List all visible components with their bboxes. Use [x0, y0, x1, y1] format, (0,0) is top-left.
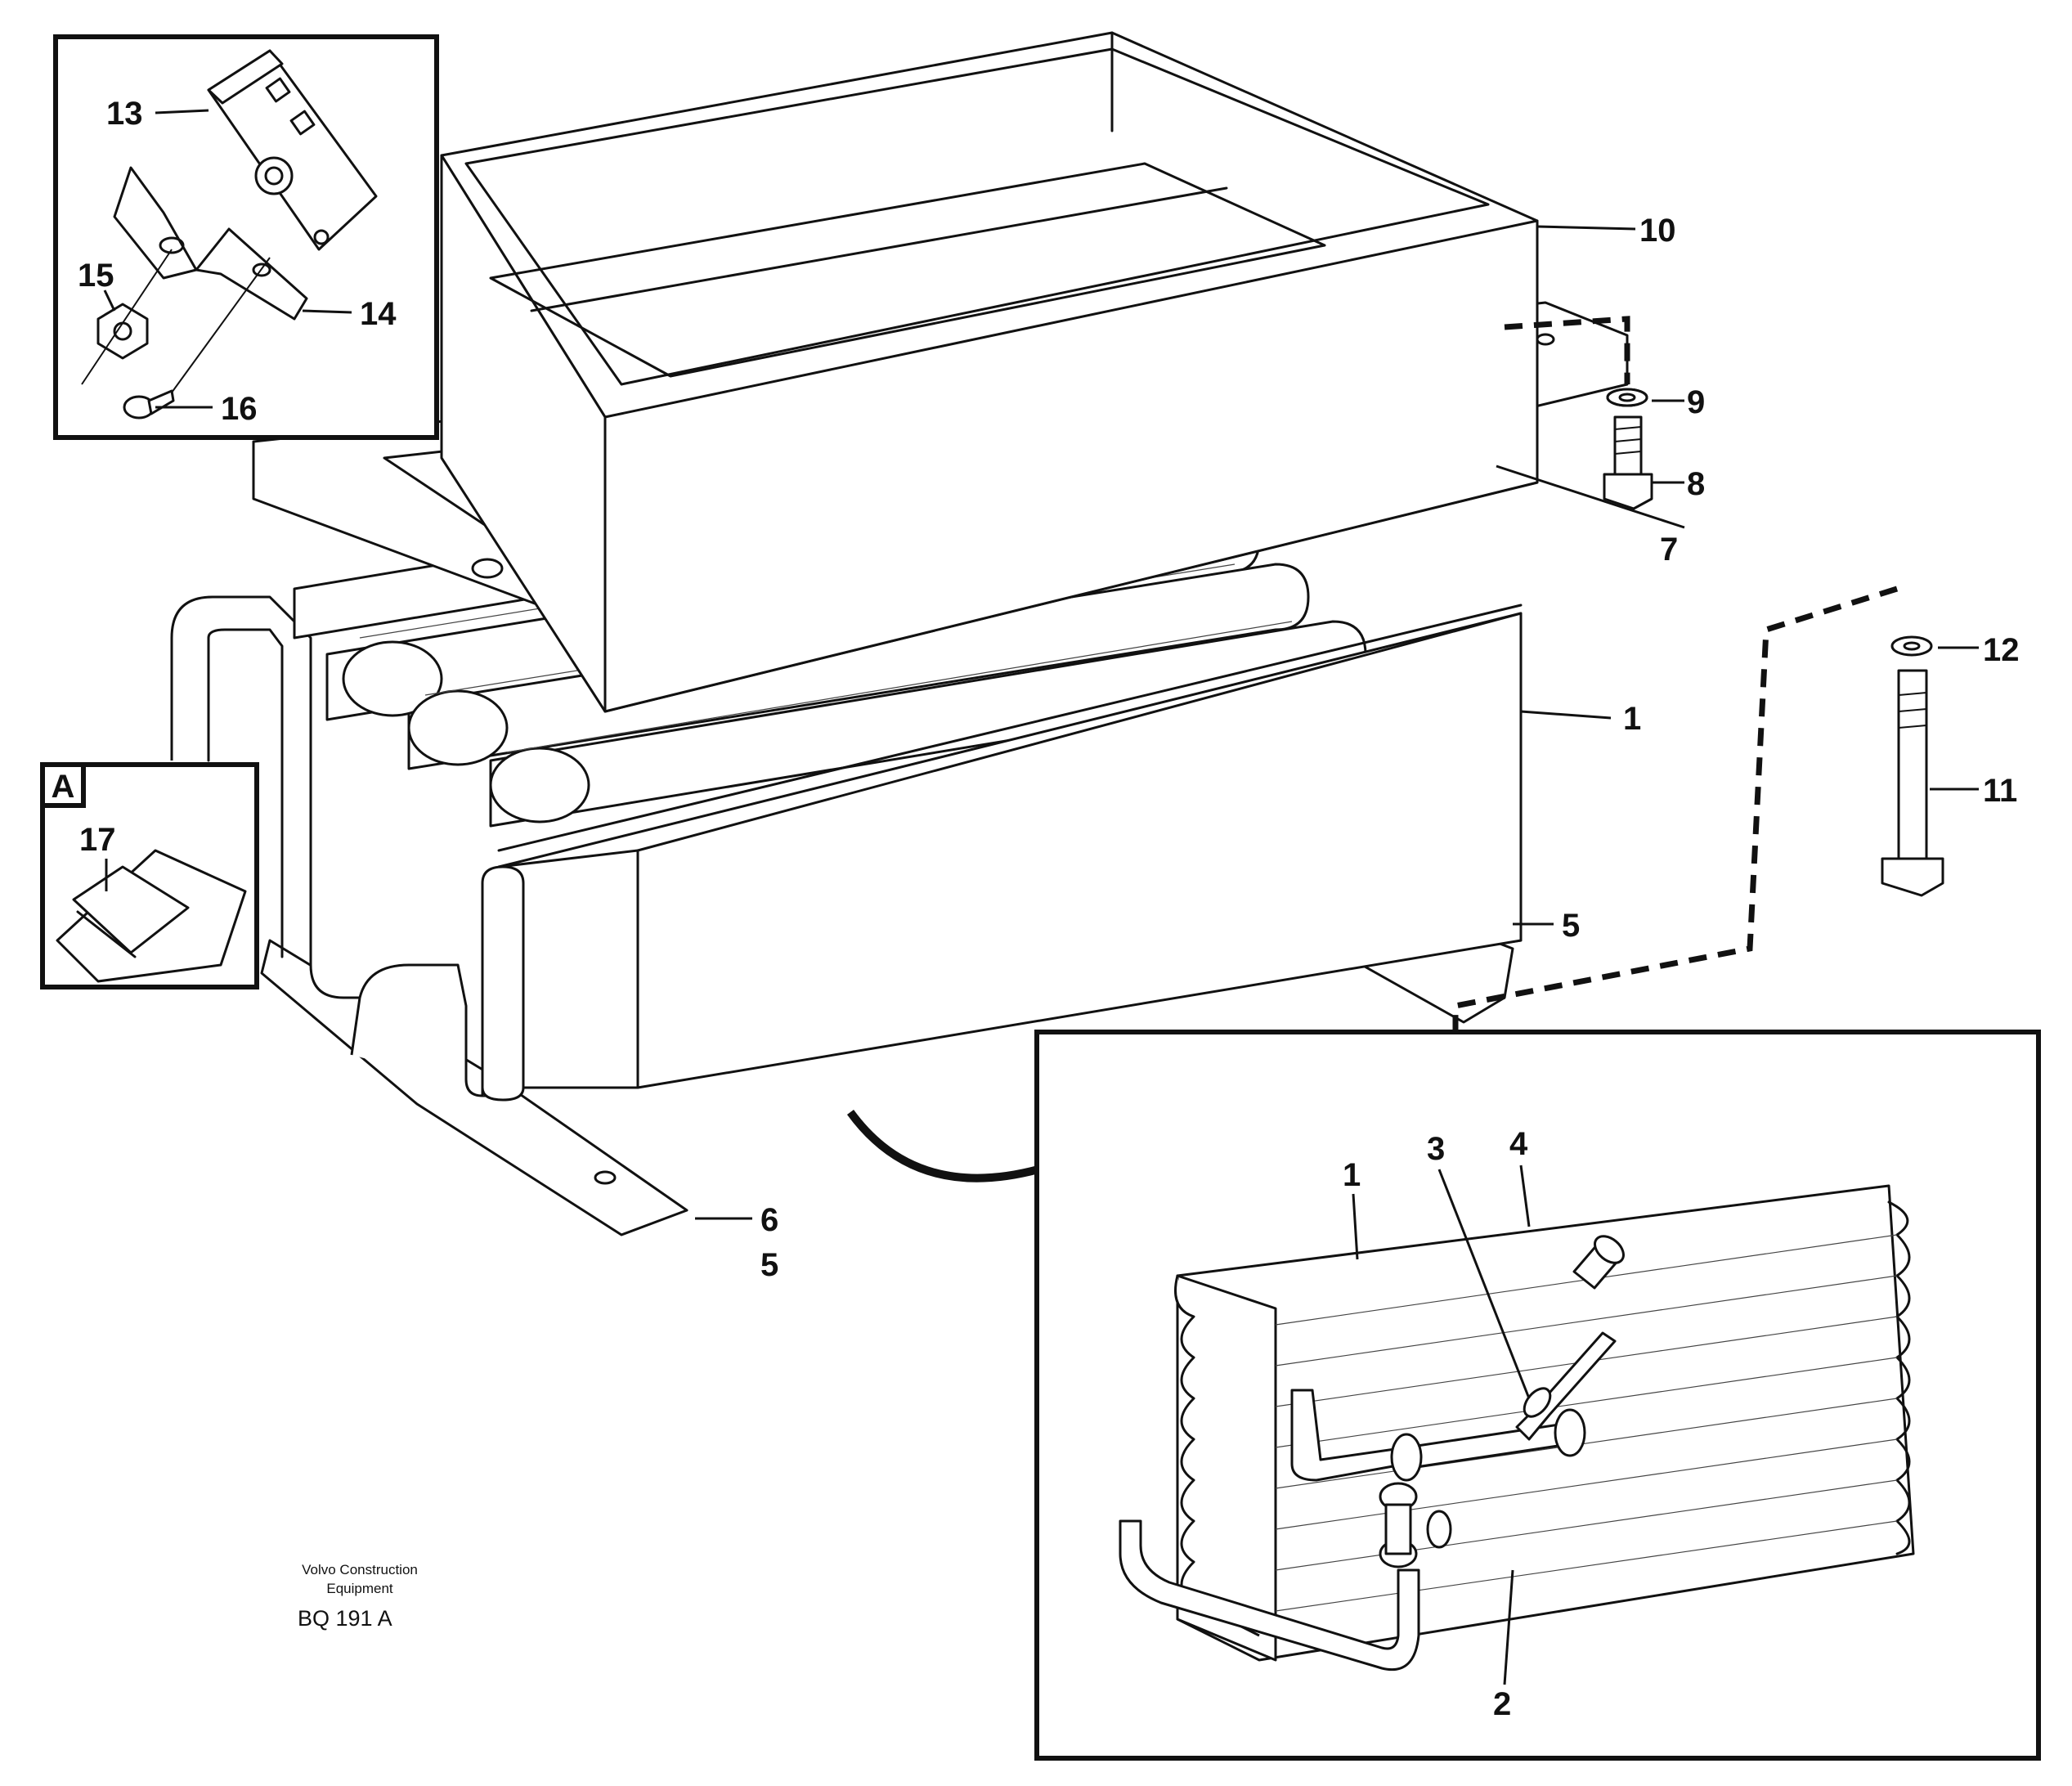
- evaporator-core-part-1: [481, 604, 1523, 1102]
- shadow-arc: [846, 1110, 1040, 1182]
- caption-code: BQ 191 A: [298, 1606, 392, 1631]
- air-frame-part-10: [440, 31, 1539, 713]
- callout-detail-1: 1: [1343, 1157, 1361, 1193]
- callout-5: 5: [1562, 908, 1580, 944]
- dashed-link-upper: [1504, 316, 1630, 384]
- thermostat-part-13: [207, 49, 378, 251]
- inset-evaporator-detail: [1034, 1030, 2041, 1761]
- callout-1: 1: [1623, 701, 1641, 737]
- washer-part-9: [1606, 388, 1648, 407]
- callout-11: 11: [1983, 773, 2017, 809]
- inset-a-package: A: [40, 762, 259, 989]
- service-valve-part-3: [1515, 1331, 1617, 1441]
- callout-5-lower: 5: [760, 1247, 778, 1283]
- callouts: 10 9 8 7 12 1 11 5 6 5 13 14 15 16 17 1 …: [78, 96, 2020, 1722]
- callout-3: 3: [1427, 1131, 1445, 1167]
- caption-line-1: Volvo Construction: [302, 1562, 418, 1577]
- callout-17: 17: [79, 822, 116, 858]
- screw-part-16: [123, 257, 271, 420]
- bolt-part-8: [1603, 388, 1653, 510]
- long-bolt-part-11: [1881, 669, 1944, 897]
- detail-label-a: A: [52, 769, 75, 805]
- callout-6: 6: [760, 1202, 778, 1238]
- callout-8: 8: [1687, 466, 1705, 502]
- callout-2: 2: [1493, 1686, 1511, 1722]
- callout-10: 10: [1639, 213, 1676, 249]
- washer-part-12: [1890, 635, 1933, 657]
- bracket-part-14: [113, 166, 308, 321]
- callout-12: 12: [1983, 632, 2020, 668]
- callout-16: 16: [221, 391, 258, 427]
- callout-9: 9: [1687, 384, 1705, 420]
- caption: Volvo Construction Equipment BQ 191 A: [298, 1562, 418, 1631]
- inset-thermostat: [53, 34, 439, 440]
- valve-cap-part-4: [1572, 1235, 1625, 1290]
- caption-line-2: Equipment: [326, 1581, 393, 1596]
- callout-13: 13: [106, 96, 143, 132]
- nut-part-15: [81, 249, 173, 385]
- callout-7: 7: [1660, 532, 1678, 568]
- leader-lines: [103, 109, 1979, 1685]
- dashed-link-right: [1452, 586, 1899, 1088]
- callout-15: 15: [78, 258, 114, 294]
- callout-14: 14: [360, 296, 397, 332]
- detail-evaporator-core: [1174, 1184, 1915, 1662]
- evaporator-assembly: [170, 31, 1944, 1236]
- detail-pipework: [1119, 1389, 1586, 1672]
- callout-4: 4: [1509, 1126, 1528, 1162]
